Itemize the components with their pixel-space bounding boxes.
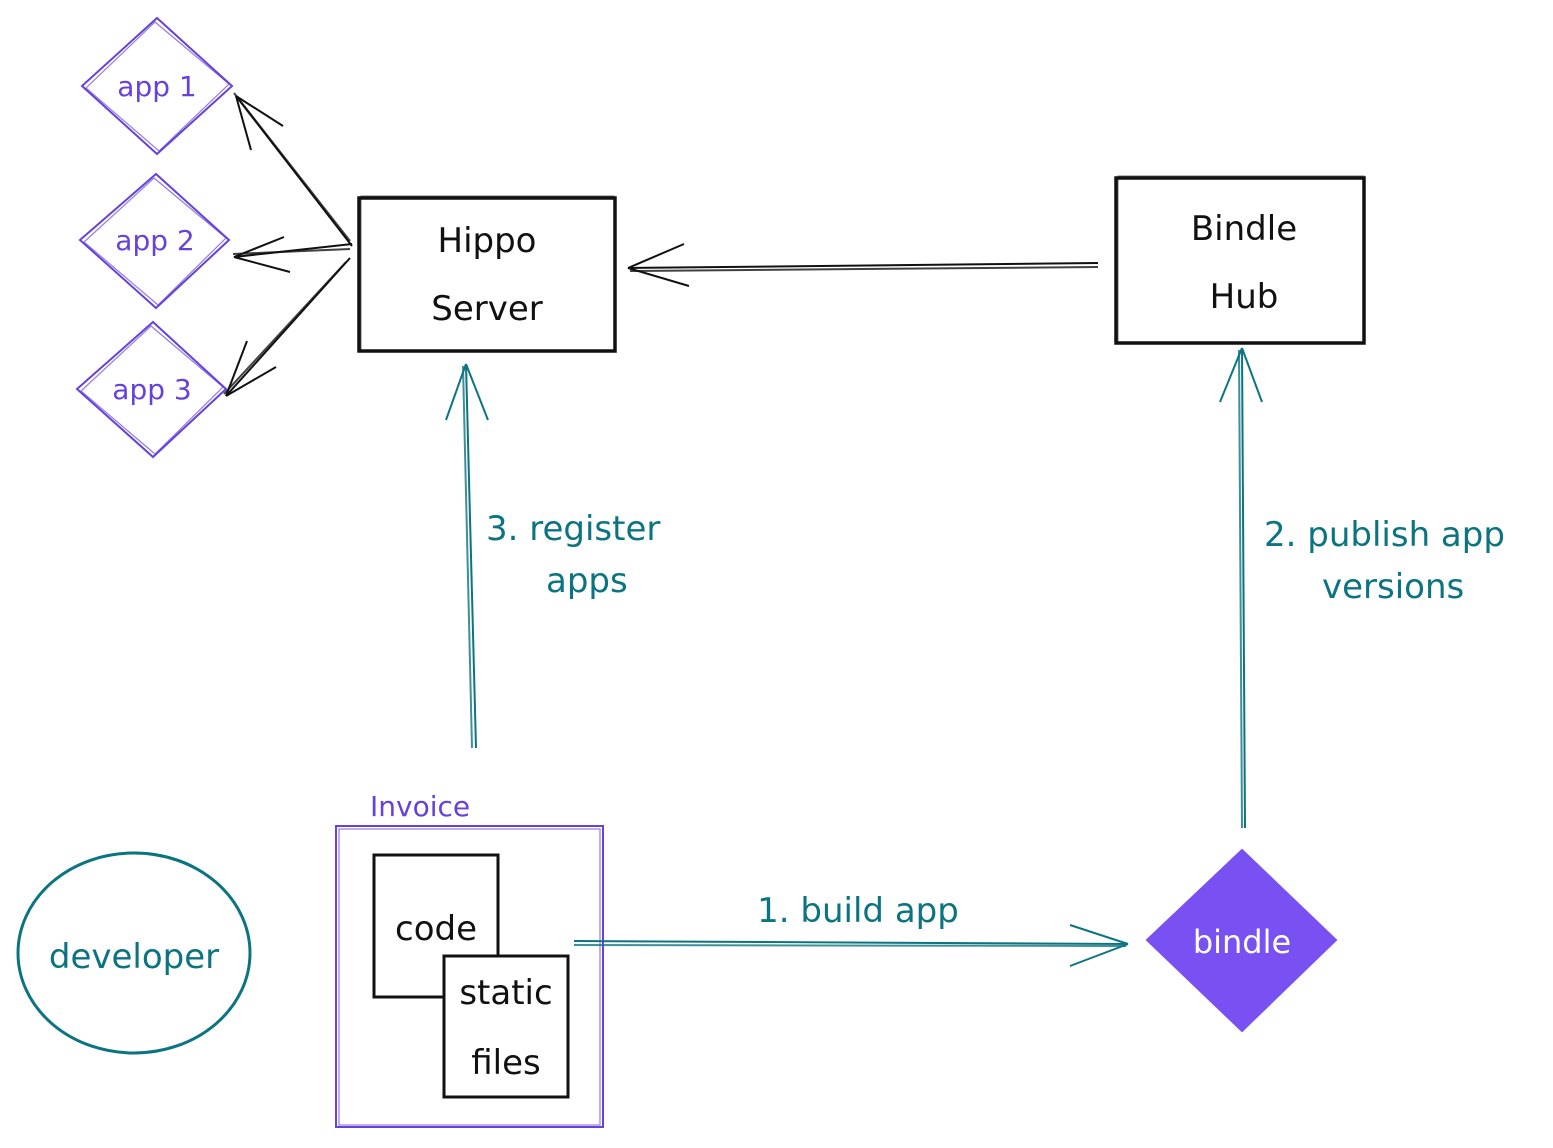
app-2-node: app 2 [78,172,231,310]
arrow-hippo-to-app2 [232,236,353,273]
hippo-server-node: Hippo Server [357,195,617,353]
app-3-label: app 3 [112,373,191,406]
arrow-build [573,924,1129,967]
bindle-hub-line1: Bindle [1191,209,1297,249]
arrow-register [445,363,489,749]
arrow-hippo-to-app3 [223,257,351,397]
bindle-node: bindle [1145,848,1338,1033]
developer-label: developer [49,937,219,977]
arrow-hippo-to-app1 [233,92,353,247]
hippo-server-line2: Server [431,289,543,329]
bindle-hub-node: Bindle Hub [1114,175,1366,345]
app-3-node: app 3 [75,320,228,459]
app-1-node: app 1 [80,16,234,156]
static-files-node: static files [442,954,570,1099]
publish-label-line2: versions [1322,567,1464,607]
code-label: code [395,909,477,949]
register-label-line2: apps [546,561,628,601]
bindle-label: bindle [1193,923,1291,961]
static-files-line1: static [459,973,552,1013]
static-files-line2: files [471,1043,541,1083]
app-2-label: app 2 [115,224,194,257]
hippo-server-line1: Hippo [438,221,537,261]
bindle-hub-line2: Hub [1210,277,1279,317]
invoice-title: Invoice [370,790,470,823]
register-label-line1: 3. register [486,509,660,549]
invoice-container: Invoice [335,790,604,1128]
developer-node: developer [16,851,252,1055]
app-1-label: app 1 [117,70,196,103]
publish-label-line1: 2. publish app [1264,515,1505,555]
arrow-publish [1219,347,1263,829]
build-label: 1. build app [757,891,959,931]
arrow-hub-to-hippo [627,243,1099,287]
code-node: code [372,853,500,999]
